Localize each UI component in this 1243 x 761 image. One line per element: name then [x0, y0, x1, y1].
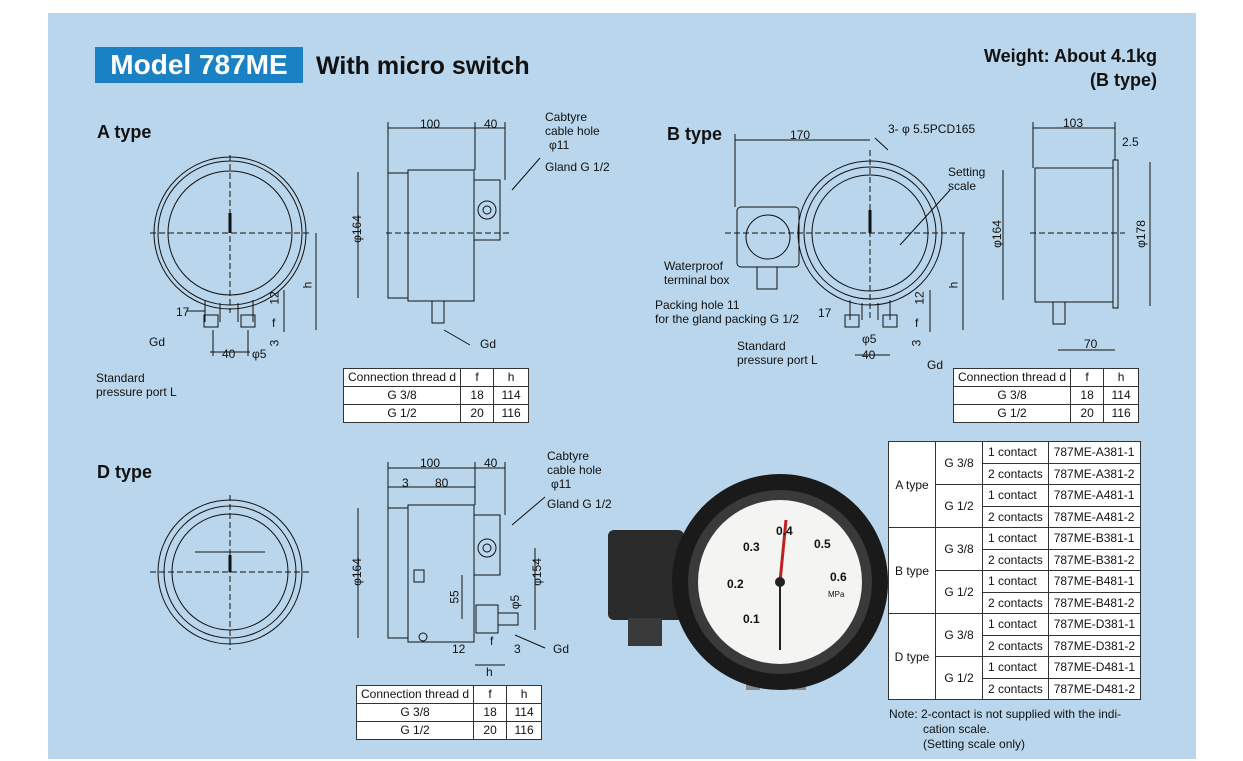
b-gd-label: Gd — [927, 358, 944, 372]
a-cabtyre-label: Cabtyre cable hole φ11 — [545, 110, 600, 152]
b-packing-label: Packing hole 11 for the gland packing G … — [655, 298, 800, 326]
b-type-side-view — [1002, 122, 1151, 351]
b-dim-17: 17 — [818, 306, 832, 320]
b-dim-178: φ178 — [1133, 220, 1148, 248]
b-dim-170: 170 — [790, 128, 811, 142]
d-dim-55: 55 — [447, 590, 462, 604]
a-dim-40-bottom: 40 — [222, 347, 236, 361]
a-gd-right: Gd — [480, 337, 497, 351]
b-dim-40: 40 — [862, 348, 876, 362]
a-type-title: A type — [97, 122, 152, 142]
a-dim-164: φ164 — [349, 215, 364, 243]
note: Note: 2-contact is not supplied with the… — [889, 707, 1122, 751]
b-setting-scale-label: Setting scale — [948, 165, 986, 193]
a-dim-12: 12 — [267, 291, 282, 305]
d-dim-164: φ164 — [349, 558, 364, 586]
b-dim-h: h — [946, 281, 961, 289]
a-gland-label: Gland G 1/2 — [545, 160, 610, 174]
gauge-tick-0.2: 0.2 — [727, 577, 744, 591]
gauge-photo — [608, 474, 888, 690]
b-type-title: B type — [667, 124, 723, 144]
b-standard-port-label: Standard pressure port L — [737, 339, 818, 367]
d-type-title: D type — [97, 462, 153, 482]
a-dim-40: 40 — [484, 117, 498, 131]
b-dim-12: 12 — [912, 291, 927, 305]
b-dim-phi5: φ5 — [862, 332, 877, 346]
d-type-side-view — [357, 462, 546, 666]
d-dim-12: 12 — [452, 642, 466, 656]
a-dim-phi5: φ5 — [252, 347, 267, 361]
a-dim-100: 100 — [420, 117, 441, 131]
d-dim-phi5: φ5 — [508, 594, 523, 610]
b-type-front-view — [725, 134, 965, 356]
d-dim-40: 40 — [484, 456, 498, 470]
d-gland-label: Gland G 1/2 — [547, 497, 612, 511]
model-badge: Model 787ME — [95, 47, 303, 83]
d-dim-3: 3 — [402, 476, 409, 490]
b-waterproof-label: Waterproof terminal box — [664, 259, 730, 287]
weight-type: (B type) — [1090, 70, 1157, 90]
gauge-tick-0.5: 0.5 — [814, 537, 831, 551]
d-cabtyre-label: Cabtyre cable hole φ11 — [547, 449, 602, 491]
gauge-tick-0.1: 0.1 — [743, 612, 760, 626]
b-dim-164: φ164 — [989, 220, 1004, 248]
a-dim-f: f — [272, 316, 276, 330]
d-type-front-view — [150, 495, 310, 650]
a-dim-17: 17 — [176, 305, 190, 319]
a-dim-3: 3 — [267, 339, 282, 347]
gauge-tick-0.6: 0.6 — [830, 570, 847, 584]
d-dim-100: 100 — [420, 456, 441, 470]
gauge-tick-0.4: 0.4 — [776, 524, 793, 538]
b-dim-103: 103 — [1063, 116, 1084, 130]
b-dim-70: 70 — [1084, 337, 1098, 351]
weight-line: Weight: About 4.1kg — [984, 46, 1157, 66]
a-dim-h: h — [300, 281, 315, 289]
weight-info: Weight: About 4.1kg (B type) — [984, 44, 1157, 92]
gauge-tick-0.3: 0.3 — [743, 540, 760, 554]
d-dim-154: φ154 — [529, 558, 544, 586]
a-gd-left: Gd — [149, 335, 166, 349]
d-dim-3-bottom: 3 — [514, 642, 521, 656]
d-dim-h: h — [486, 665, 493, 679]
b-dim-f: f — [915, 316, 919, 330]
b-dim-3: 3 — [909, 339, 924, 347]
d-dim-f: f — [490, 634, 494, 648]
b-dim-2.5: 2.5 — [1122, 135, 1139, 149]
b-dim-pcd: 3- φ 5.5PCD165 — [888, 122, 976, 136]
d-dim-80: 80 — [435, 476, 449, 490]
a-standard-port-label: Standard pressure port L — [96, 371, 177, 399]
gauge-unit: MPa — [828, 590, 845, 599]
d-gd-label: Gd — [553, 642, 570, 656]
subtitle: With micro switch — [316, 52, 530, 80]
a-type-front-view — [150, 155, 317, 356]
a-type-side-view — [357, 122, 541, 346]
